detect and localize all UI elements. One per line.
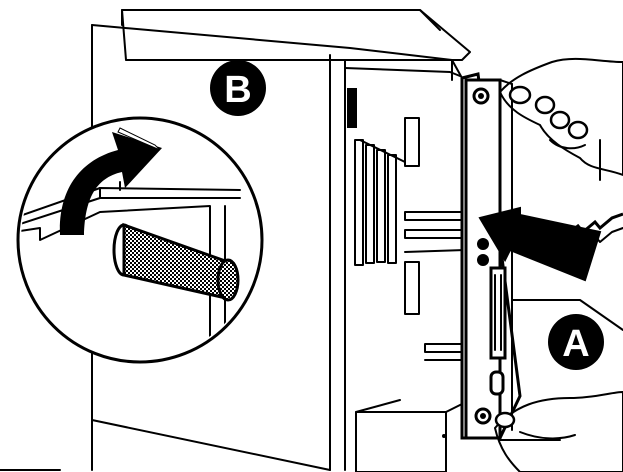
callout-a-label: A: [562, 323, 589, 365]
thumbscrew: [112, 222, 240, 302]
hand-bottom: [494, 391, 623, 472]
callout-a: A: [548, 314, 604, 370]
internal-components: [347, 88, 466, 361]
magnified-view: [16, 116, 264, 364]
hand-top: [499, 57, 623, 181]
card-edge: [524, 212, 623, 255]
callout-b: B: [210, 60, 266, 116]
rotate-arrow-icon: [59, 127, 162, 235]
interface-card: [460, 72, 522, 440]
insert-arrow-icon: [478, 206, 602, 282]
callout-b-label: B: [224, 69, 251, 111]
